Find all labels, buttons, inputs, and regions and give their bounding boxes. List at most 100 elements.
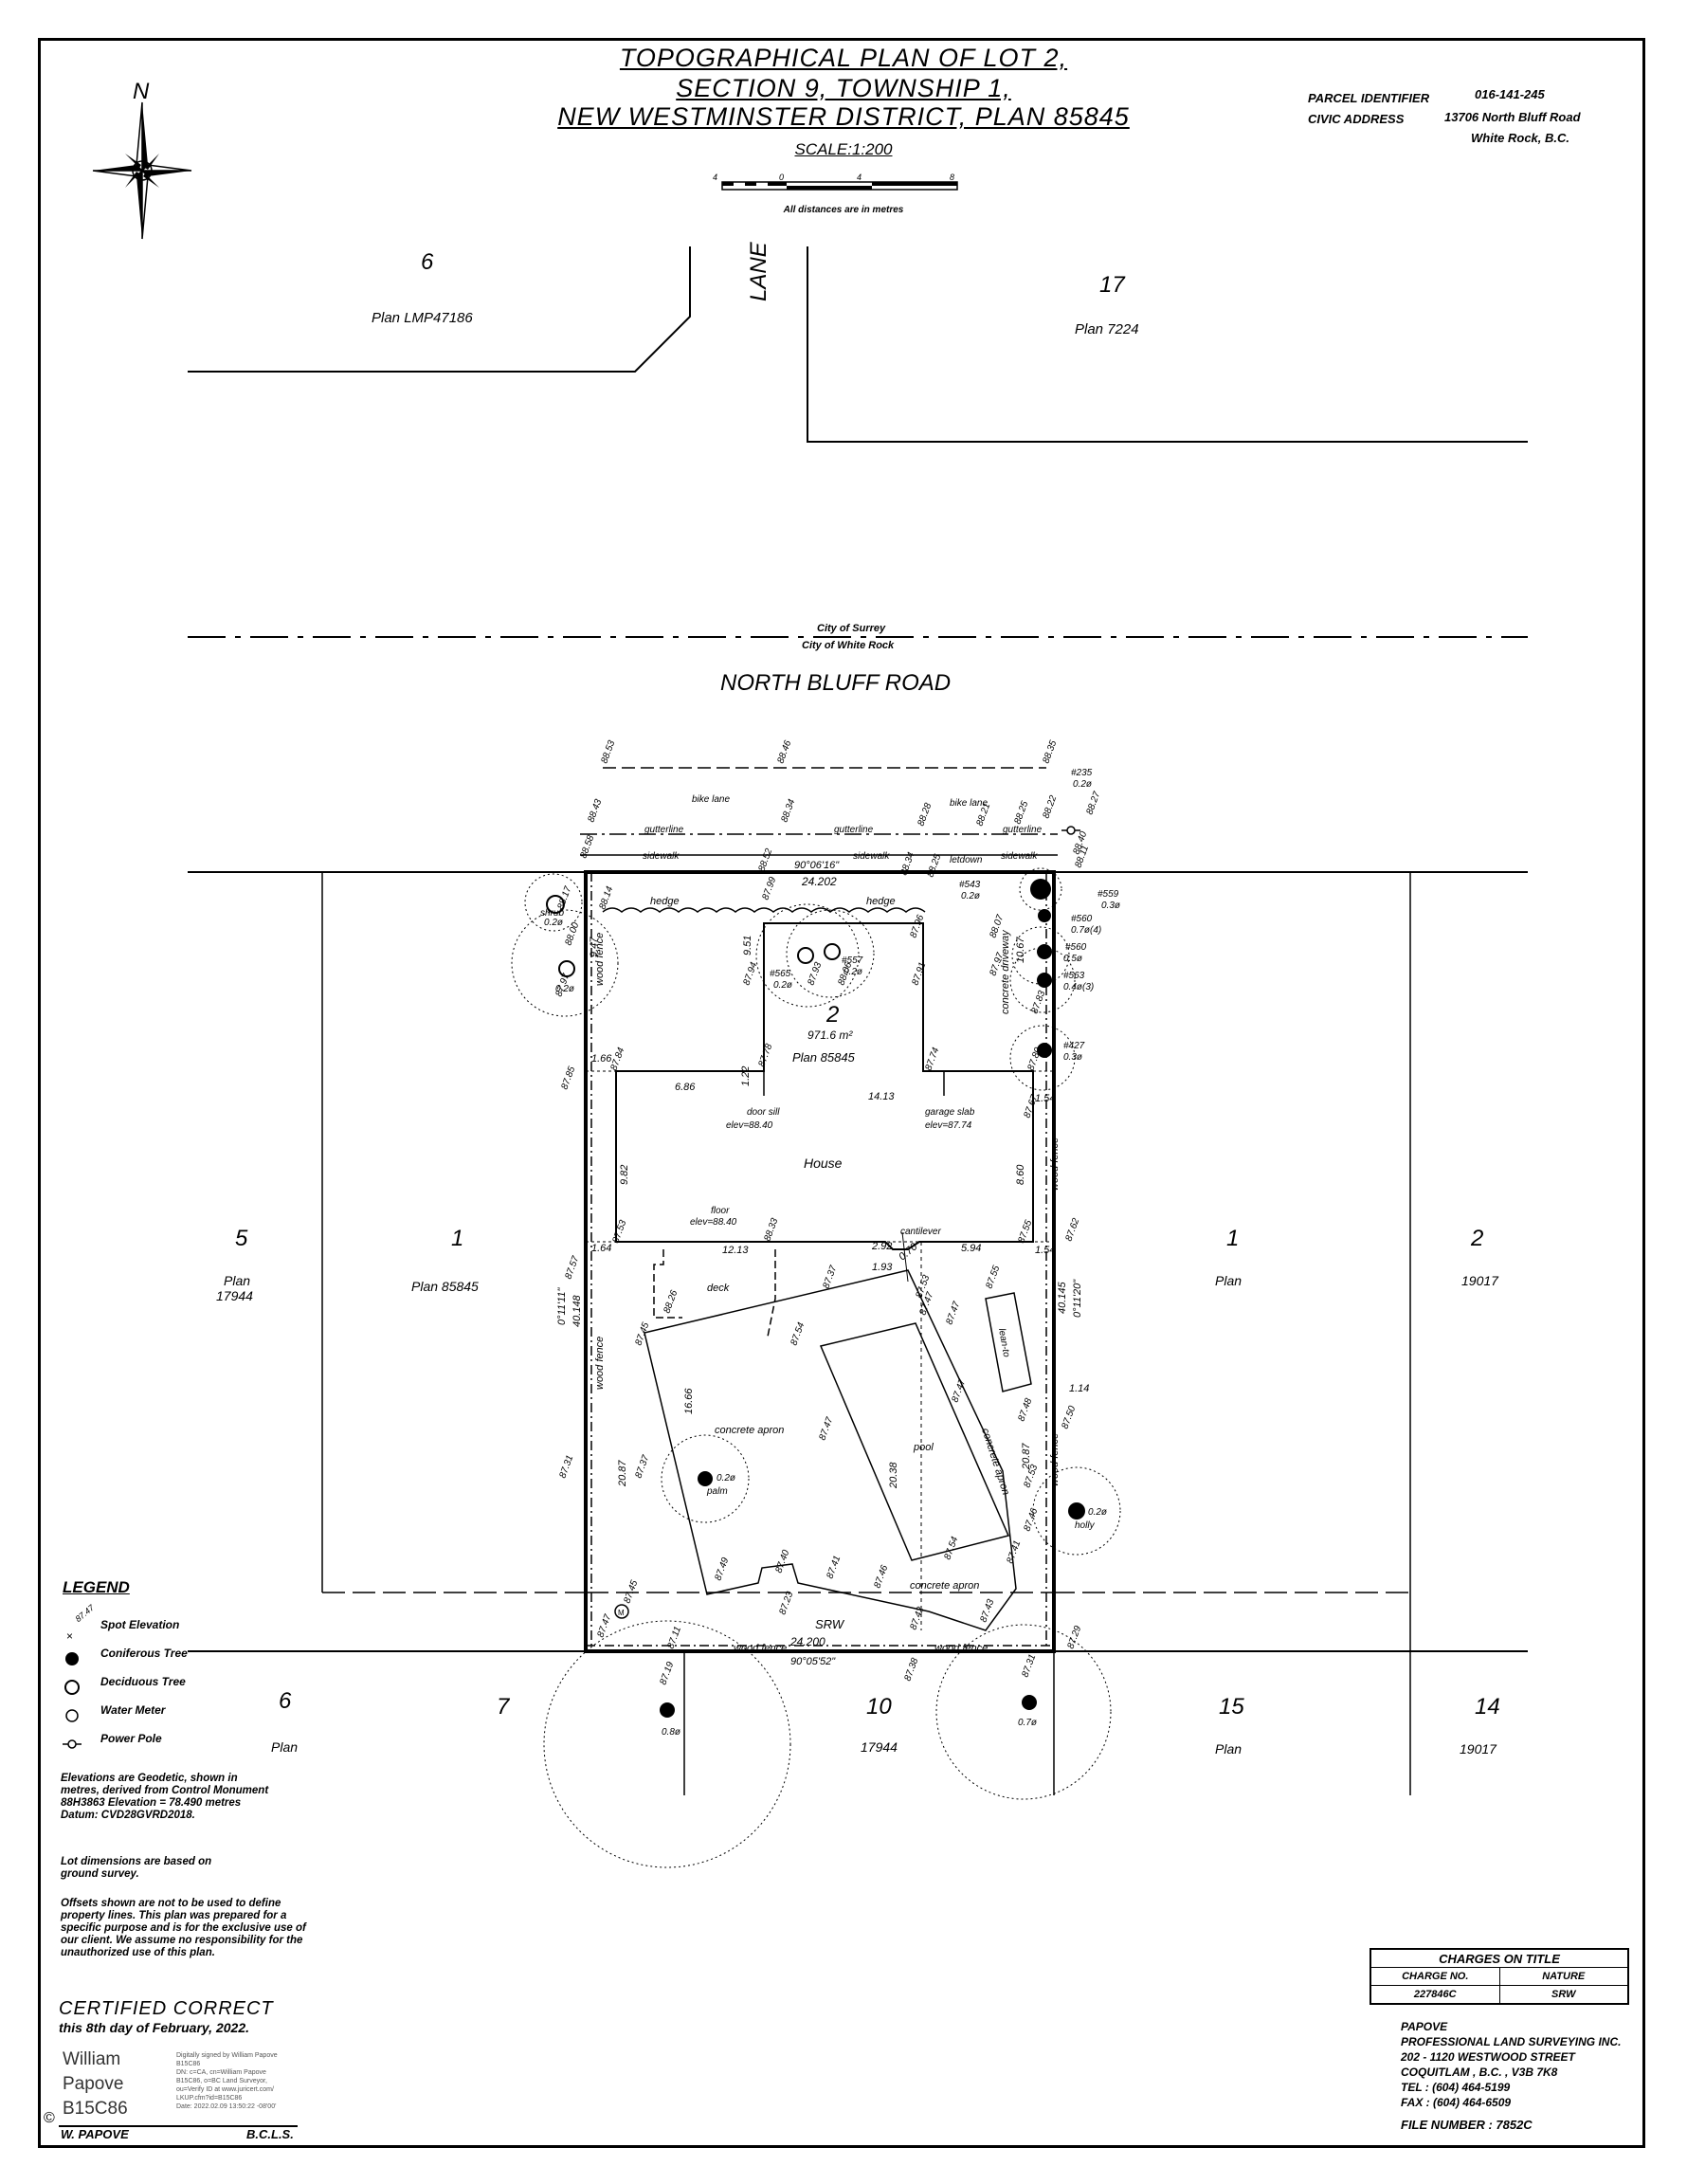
tree-427-dia: 0.3ø xyxy=(1063,1052,1082,1063)
tree-holly-dia: 0.2ø xyxy=(1088,1507,1107,1518)
spot-elevation: 87.78 xyxy=(756,1042,774,1068)
hedge-line xyxy=(602,907,926,913)
charges-heading: CHARGES ON TITLE xyxy=(1371,1950,1627,1968)
legend: LEGEND 87.47 Spot Elevation Coniferous T… xyxy=(63,1578,318,1753)
bike-lane-right: bike lane xyxy=(950,798,988,809)
deck-label: deck xyxy=(707,1283,730,1294)
tree-559-tag: #559 xyxy=(1097,889,1119,900)
lot-7: 7 xyxy=(497,1694,511,1720)
company-line-2: PROFESSIONAL LAND SURVEYING INC. xyxy=(1401,2035,1622,2048)
spot-elevation: 87.41 xyxy=(1005,1539,1023,1565)
pool-outline xyxy=(819,1322,1010,1561)
spot-elevation: 87.45 xyxy=(633,1320,651,1347)
spot-elevation: 88.34 xyxy=(779,797,797,824)
concrete-apron-label-3: concrete apron xyxy=(979,1427,1011,1497)
civic-line-2: White Rock, B.C. xyxy=(1471,131,1570,145)
tree-557-dia: 0.2ø xyxy=(844,967,862,977)
sig-detail-4: B15C86, o=BC Land Surveyor, xyxy=(176,2078,267,2084)
spot-elevation: 87.11 xyxy=(665,1625,683,1650)
legend-coniferous: Coniferous Tree xyxy=(100,1647,188,1660)
charges-table: CHARGES ON TITLE CHARGE NO. NATURE 22784… xyxy=(1370,1948,1629,2005)
title-line-2: SECTION 9, TOWNSHIP 1, xyxy=(676,74,1011,102)
neighbour-lot-lines xyxy=(321,872,1411,1795)
subject-plan: Plan 85845 xyxy=(792,1050,856,1065)
spot-elevation: 88.25 xyxy=(925,852,943,879)
sig-line-2: Papove xyxy=(63,2074,124,2094)
door-sill-elev: elev=88.40 xyxy=(726,1120,773,1131)
spot-elevation: 88.53 xyxy=(599,738,617,765)
tree-palm-note: palm xyxy=(706,1486,728,1497)
legend-power-pole: Power Pole xyxy=(100,1732,162,1745)
spot-elevation: 87.74 xyxy=(923,1046,941,1072)
scale-tick-4: 8 xyxy=(950,173,955,182)
lot-10: 10 xyxy=(866,1694,892,1720)
wood-fence-left-2: wood fence xyxy=(594,1337,606,1390)
tree-563-dia: 0.4ø(3) xyxy=(1063,982,1094,992)
subject-lot-number: 2 xyxy=(825,1002,839,1028)
spot-elevation: 87.53 xyxy=(610,1218,628,1245)
offset-dimension: 1.93 xyxy=(872,1262,893,1273)
tree-palm-dia: 0.2ø xyxy=(717,1473,735,1483)
company-line-3: 202 - 1120 WESTWOOD STREET xyxy=(1401,2050,1575,2064)
cantilever-label: cantilever xyxy=(900,1227,941,1237)
north-arrow-icon xyxy=(92,101,192,240)
tree-543-tag: #543 xyxy=(959,880,981,890)
lot-14: 14 xyxy=(1475,1694,1500,1720)
civic-line-1: 13706 North Bluff Road xyxy=(1444,110,1581,124)
tree-560b-tag: #560 xyxy=(1065,942,1087,953)
lot-2-right: 2 xyxy=(1470,1226,1483,1251)
svg-text:×: × xyxy=(66,1629,73,1643)
file-number: FILE NUMBER : 7852C xyxy=(1401,2118,1533,2132)
sig-detail-3: DN: c=CA, cn=William Papove xyxy=(176,2069,266,2076)
gutterline-3: gutterline xyxy=(1003,825,1043,835)
power-pole-icon xyxy=(1061,826,1080,835)
spot-elevation: 88.26 xyxy=(662,1288,680,1315)
upper-parcel-lines xyxy=(188,246,1528,443)
lot-6-bottom-plan: Plan xyxy=(271,1739,298,1755)
spot-elevation: 87.40 xyxy=(773,1548,791,1574)
concrete-apron-outline xyxy=(644,1269,1017,1631)
cert-line-2: this 8th day of February, 2022. xyxy=(59,2020,249,2035)
spot-elevation: 87.49 xyxy=(713,1556,731,1582)
deck-outline-right xyxy=(767,1249,776,1338)
spot-elevation: 87.99 xyxy=(760,875,778,901)
sidewalk-2: sidewalk xyxy=(853,851,890,862)
legend-power-pole-icon xyxy=(67,1739,77,1749)
spot-elevation: 88.28 xyxy=(916,801,934,828)
certification: CERTIFIED CORRECT this 8th day of Februa… xyxy=(59,1998,334,2035)
tree-shrub-note: shrub xyxy=(540,908,564,919)
concrete-driveway-label: concrete driveway xyxy=(1000,929,1011,1014)
offset-dimension: 9.82 xyxy=(619,1165,630,1185)
sig-detail-7: Date: 2022.02.09 13:50:22 -08'00' xyxy=(176,2103,277,2110)
tree-2-dia: 0.2ø xyxy=(555,984,574,994)
right-dim: 40.145 xyxy=(1057,1281,1068,1314)
lot-17: 17 xyxy=(1099,272,1126,298)
spot-elevation: 88.52 xyxy=(756,846,774,873)
floor-label: floor xyxy=(711,1206,730,1216)
offset-dimension: 6.86 xyxy=(675,1082,696,1093)
spot-elevation: 87.31 xyxy=(557,1454,575,1480)
spot-elevation: 87.91 xyxy=(910,961,928,987)
table-row: 227846C SRW xyxy=(1371,1986,1627,2003)
spot-elevation: 87.85 xyxy=(559,1065,577,1091)
lot-2-right-plan: 19017 xyxy=(1461,1273,1499,1288)
spot-elevation: 87.55 xyxy=(984,1264,1002,1290)
svg-text:M: M xyxy=(618,1609,625,1617)
spot-elevation: 88.00 xyxy=(563,920,581,947)
scale-tick-2: 0 xyxy=(779,173,785,182)
letdown-label: letdown xyxy=(950,855,983,865)
tree-565-tag: #565 xyxy=(770,969,791,979)
offset-dimension: 10.67 xyxy=(1015,937,1026,963)
spot-elevation: 87.45 xyxy=(622,1578,640,1605)
road-name: NORTH BLUFF ROAD xyxy=(720,670,951,696)
spot-elevation: 88.46 xyxy=(775,738,793,765)
left-bearing: 0°11'11" xyxy=(556,1287,568,1325)
spot-elevation: 87.93 xyxy=(806,960,824,987)
lane-label: LANE xyxy=(746,241,771,301)
lot-6-top-plan: Plan LMP47186 xyxy=(372,310,473,326)
sig-detail-5: ou=Verify ID at www.juricert.com/ xyxy=(176,2086,274,2093)
sig-line-3: B15C86 xyxy=(63,2099,128,2119)
signature-details: Digitally signed by William Papove B15C8… xyxy=(176,2051,328,2111)
